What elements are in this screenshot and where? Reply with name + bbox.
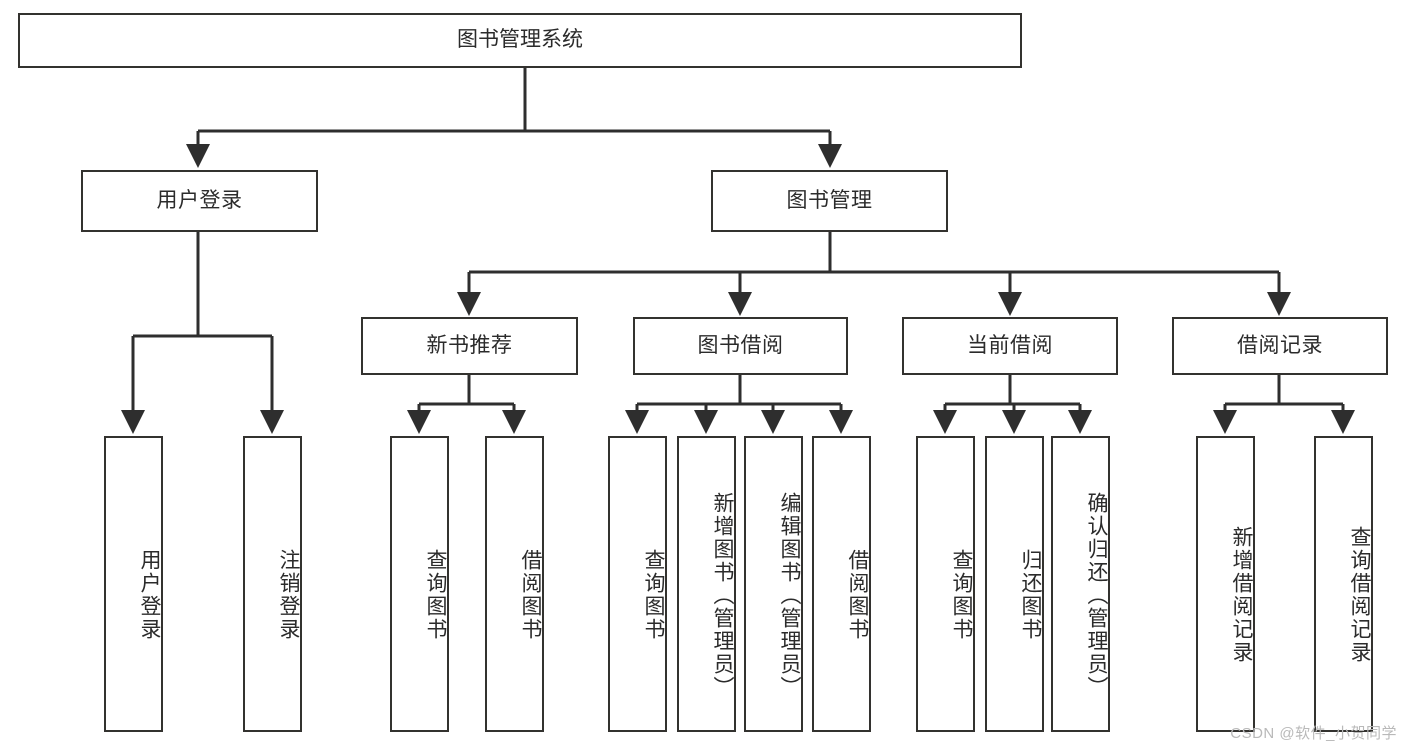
node-new-book-recommend[interactable]: 新书推荐 [361,317,578,375]
node-label: 注销登录 [277,549,300,641]
leaf-book-borrow-query[interactable]: 查询图书 [608,436,667,732]
node-label: 用户登录 [156,188,243,212]
node-root-system[interactable]: 图书管理系统 [18,13,1022,68]
node-label: 查询借阅记录 [1348,526,1371,664]
leaf-new-book-query[interactable]: 查询图书 [390,436,449,732]
node-book-borrow[interactable]: 图书借阅 [633,317,848,375]
node-label: 用户登录 [138,549,161,641]
node-label: 新增借阅记录 [1230,526,1253,664]
node-label: 新增图书（管理员） [711,491,734,699]
node-label: 图书管理系统 [457,28,583,52]
node-current-borrow[interactable]: 当前借阅 [902,317,1118,375]
leaf-current-borrow-confirm[interactable]: 确认归还（管理员） [1051,436,1110,732]
node-label: 确认归还（管理员） [1085,491,1108,699]
leaf-user-login-login[interactable]: 用户登录 [104,436,163,732]
leaf-new-book-borrow[interactable]: 借阅图书 [485,436,544,732]
leaf-book-borrow-edit[interactable]: 编辑图书（管理员） [744,436,803,732]
node-book-management[interactable]: 图书管理 [711,170,948,232]
node-label: 当前借阅 [967,333,1053,357]
node-label: 新书推荐 [426,333,513,357]
leaf-book-borrow-add[interactable]: 新增图书（管理员） [677,436,736,732]
node-label: 借阅记录 [1237,333,1323,357]
node-label: 归还图书 [1019,549,1042,641]
node-user-login[interactable]: 用户登录 [81,170,318,232]
node-label: 图书借阅 [697,333,784,357]
node-label: 借阅图书 [519,549,542,641]
leaf-borrow-record-query[interactable]: 查询借阅记录 [1314,436,1373,732]
node-label: 查询图书 [950,549,973,641]
node-label: 借阅图书 [846,549,869,641]
node-label: 图书管理 [786,188,873,212]
watermark: CSDN @软件_小贺同学 [1230,725,1397,742]
leaf-user-login-logout[interactable]: 注销登录 [243,436,302,732]
node-label: 编辑图书（管理员） [778,491,801,699]
leaf-borrow-record-add[interactable]: 新增借阅记录 [1196,436,1255,732]
leaf-current-borrow-query[interactable]: 查询图书 [916,436,975,732]
node-label: 查询图书 [424,549,447,641]
leaf-book-borrow-borrow[interactable]: 借阅图书 [812,436,871,732]
leaf-current-borrow-return[interactable]: 归还图书 [985,436,1044,732]
node-borrow-record[interactable]: 借阅记录 [1172,317,1388,375]
node-label: 查询图书 [642,549,665,641]
